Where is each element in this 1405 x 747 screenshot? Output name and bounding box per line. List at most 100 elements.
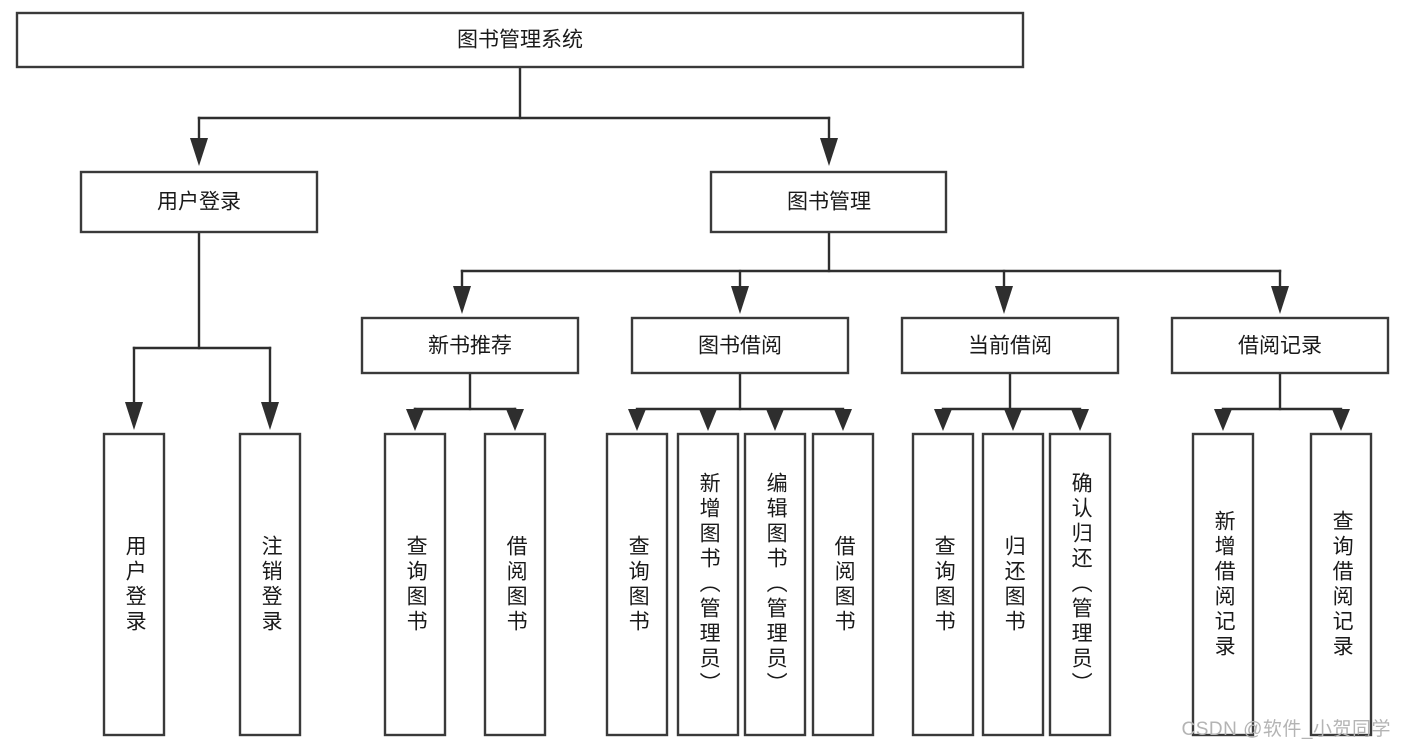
- leaf-bb-borrow-book-box[interactable]: [811, 432, 875, 737]
- connector-group-newbook-to-leaves: [406, 371, 524, 431]
- leaf-bb-add-book-box[interactable]: [676, 432, 740, 737]
- leaf-nb-query-book-label: 查询图书: [404, 534, 428, 635]
- leaf-bb-query-book-fo: 查询图书: [626, 534, 650, 635]
- leaf-logout-fo: 注销登录: [259, 534, 283, 635]
- node-root-system[interactable]: 图书管理系统: [15, 11, 1025, 69]
- leaf-logout-box[interactable]: [238, 432, 302, 737]
- leaf-cb-query-book-box[interactable]: [911, 432, 975, 737]
- arrow-head-bb-add-book: [699, 409, 717, 431]
- leaf-user-login-box[interactable]: [102, 432, 166, 737]
- node-borrow-record[interactable]: 借阅记录: [1170, 316, 1390, 375]
- leaf-bb-edit-book-box[interactable]: [743, 432, 807, 737]
- leaf-cb-confirm-return-box[interactable]: [1048, 432, 1112, 737]
- connector-group-borrowrecord-to-leaves: [1214, 371, 1350, 431]
- node-new-book-recommend[interactable]: 新书推荐: [360, 316, 580, 375]
- leaf-bb-edit-book-fo: 编辑图书（管理员）: [764, 472, 788, 697]
- node-borrow-record-label: 借阅记录: [1238, 335, 1322, 358]
- arrow-head-nb-borrow-book: [506, 409, 524, 431]
- arrow-head-current-borrow: [995, 286, 1013, 314]
- leaf-nb-query-book[interactable]: 查询图书: [383, 432, 447, 737]
- leaf-br-add-record-box[interactable]: [1191, 432, 1255, 737]
- connector-group-currentborrow-to-leaves: [934, 371, 1089, 431]
- leaf-br-add-record[interactable]: 新增借阅记录: [1191, 432, 1255, 737]
- leaf-user-login-fo: 用户登录: [123, 534, 147, 635]
- connector-group-userlogin-to-leaves: [125, 230, 279, 430]
- leaf-bb-borrow-book-label: 借阅图书: [832, 534, 856, 635]
- leaf-bb-add-book-label: 新增图书（管理员）: [697, 472, 721, 697]
- leaf-bb-borrow-book[interactable]: 借阅图书: [811, 432, 875, 737]
- node-current-borrow[interactable]: 当前借阅: [900, 316, 1120, 375]
- leaf-nb-borrow-book[interactable]: 借阅图书: [483, 432, 547, 737]
- leaf-bb-edit-book[interactable]: 编辑图书（管理员）: [743, 432, 807, 737]
- arrow-head-book-borrow: [731, 286, 749, 314]
- node-root-system-label: 图书管理系统: [457, 29, 583, 52]
- arrow-head-borrow-record: [1271, 286, 1289, 314]
- arrow-head-leaf-user-login: [125, 402, 143, 430]
- node-book-borrow-box[interactable]: [630, 316, 850, 375]
- arrow-head-cb-query-book: [934, 409, 952, 431]
- leaf-bb-query-book[interactable]: 查询图书: [605, 432, 669, 737]
- leaf-user-login[interactable]: 用户登录: [102, 432, 166, 737]
- leaf-cb-return-book[interactable]: 归还图书: [981, 432, 1045, 737]
- leaf-bb-edit-book-label: 编辑图书（管理员）: [764, 472, 788, 697]
- node-book-management-box[interactable]: [709, 170, 948, 234]
- leaf-bb-query-book-label: 查询图书: [626, 534, 650, 635]
- leaf-cb-confirm-return-label: 确认归还（管理员）: [1069, 472, 1093, 697]
- arrow-head-user-login: [190, 138, 208, 166]
- leaf-br-query-record-label: 查询借阅记录: [1330, 509, 1354, 660]
- arrow-head-br-query-record: [1332, 409, 1350, 431]
- node-book-borrow-label: 图书借阅: [698, 335, 782, 358]
- leaf-bb-borrow-book-fo: 借阅图书: [832, 534, 856, 635]
- arrow-head-cb-return-book: [1004, 409, 1022, 431]
- leaf-user-login-label: 用户登录: [123, 534, 147, 635]
- leaf-cb-query-book-label: 查询图书: [932, 534, 956, 635]
- node-book-borrow[interactable]: 图书借阅: [630, 316, 850, 375]
- arrow-head-book-manage: [820, 138, 838, 166]
- leaf-br-query-record-box[interactable]: [1309, 432, 1373, 737]
- arrow-head-bb-query-book: [628, 409, 646, 431]
- node-new-book-recommend-box[interactable]: [360, 316, 580, 375]
- node-current-borrow-label: 当前借阅: [968, 335, 1052, 358]
- arrow-head-br-add-record: [1214, 409, 1232, 431]
- node-borrow-record-box[interactable]: [1170, 316, 1390, 375]
- leaf-br-add-record-fo: 新增借阅记录: [1212, 509, 1236, 660]
- arrow-head-leaf-logout: [261, 402, 279, 430]
- leaf-nb-borrow-book-label: 借阅图书: [504, 534, 528, 635]
- node-book-management-label: 图书管理: [787, 191, 871, 214]
- leaf-br-add-record-label: 新增借阅记录: [1212, 509, 1236, 660]
- leaf-br-query-record-fo: 查询借阅记录: [1330, 509, 1354, 660]
- leaf-cb-return-book-box[interactable]: [981, 432, 1045, 737]
- connector-group-bookborrow-to-leaves: [628, 371, 852, 431]
- node-user-login-box[interactable]: [79, 170, 319, 234]
- connector-group-root-to-level2: [190, 65, 838, 166]
- arrow-head-bb-edit-book: [766, 409, 784, 431]
- node-root-system-box[interactable]: [15, 11, 1025, 69]
- arrow-head-cb-confirm-return: [1071, 409, 1089, 431]
- connector-group-bookmanage-to-level3: [453, 230, 1289, 314]
- node-new-book-recommend-label: 新书推荐: [428, 335, 512, 358]
- node-user-login[interactable]: 用户登录: [79, 170, 319, 234]
- node-book-management[interactable]: 图书管理: [709, 170, 948, 234]
- leaf-logout[interactable]: 注销登录: [238, 432, 302, 737]
- node-user-login-label: 用户登录: [157, 191, 241, 214]
- leaf-cb-confirm-return-fo: 确认归还（管理员）: [1069, 472, 1093, 697]
- leaf-bb-add-book-fo: 新增图书（管理员）: [697, 472, 721, 697]
- leaf-nb-query-book-box[interactable]: [383, 432, 447, 737]
- node-current-borrow-box[interactable]: [900, 316, 1120, 375]
- leaf-nb-borrow-book-fo: 借阅图书: [504, 534, 528, 635]
- leaf-nb-borrow-book-box[interactable]: [483, 432, 547, 737]
- arrow-head-bb-borrow-book: [834, 409, 852, 431]
- leaf-br-query-record[interactable]: 查询借阅记录: [1309, 432, 1373, 737]
- leaf-cb-return-book-fo: 归还图书: [1002, 534, 1026, 635]
- leaf-cb-confirm-return[interactable]: 确认归还（管理员）: [1048, 432, 1112, 737]
- leaf-cb-query-book-fo: 查询图书: [932, 534, 956, 635]
- leaf-nb-query-book-fo: 查询图书: [404, 534, 428, 635]
- leaf-logout-label: 注销登录: [259, 534, 283, 635]
- leaf-cb-return-book-label: 归还图书: [1002, 534, 1026, 635]
- leaf-bb-add-book[interactable]: 新增图书（管理员）: [676, 432, 740, 737]
- arrow-head-nb-query-book: [406, 409, 424, 431]
- leaf-bb-query-book-box[interactable]: [605, 432, 669, 737]
- leaf-cb-query-book[interactable]: 查询图书: [911, 432, 975, 737]
